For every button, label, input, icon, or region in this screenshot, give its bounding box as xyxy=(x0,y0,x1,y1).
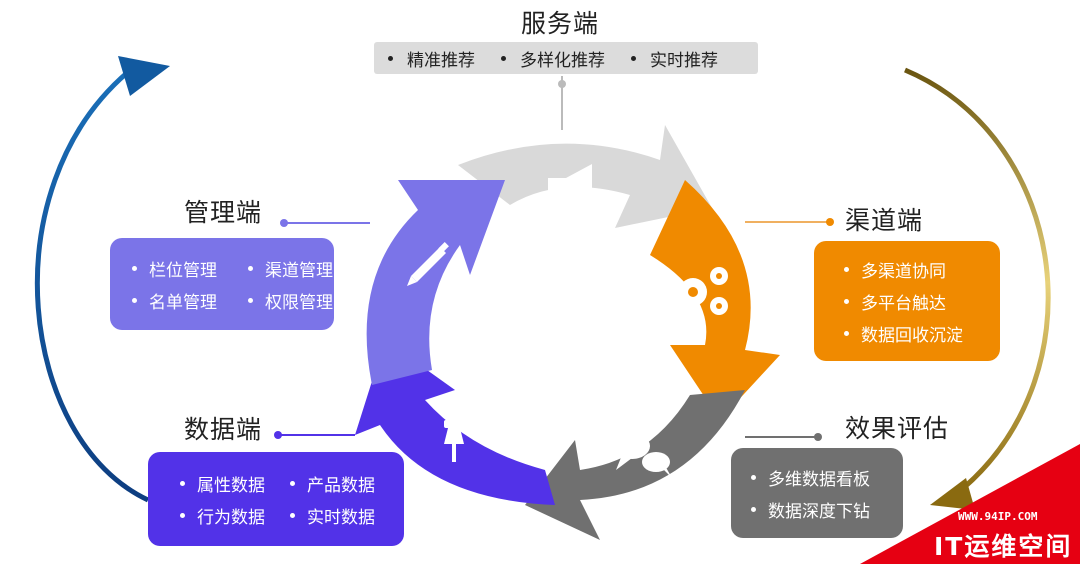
service-items-bar: 精准推荐 多样化推荐 实时推荐 xyxy=(374,42,758,74)
data-item: 行为数据 xyxy=(180,503,290,528)
evaluation-arrow xyxy=(525,390,745,540)
watermark-banner xyxy=(860,444,1080,564)
management-item: 栏位管理 xyxy=(132,256,248,281)
megaphone-icon xyxy=(548,164,592,204)
channel-item: 多渠道协同 xyxy=(844,257,946,282)
service-connector-dot xyxy=(558,80,566,88)
service-title: 服务端 xyxy=(521,9,600,38)
management-arrow xyxy=(366,180,505,385)
data-title: 数据端 xyxy=(184,415,263,444)
data-item: 实时数据 xyxy=(290,503,375,528)
channel-box: 多渠道协同 多平台触达 数据回收沉淀 xyxy=(814,241,1000,361)
evaluation-connector-dot xyxy=(814,433,822,441)
management-item: 渠道管理 xyxy=(248,256,333,281)
channel-item: 多平台触达 xyxy=(844,289,946,314)
channel-connector-dot xyxy=(826,218,834,226)
chat-bubbles-icon xyxy=(614,433,672,478)
data-connector-dot xyxy=(274,431,282,439)
management-title: 管理端 xyxy=(184,198,263,227)
channel-item: 数据回收沉淀 xyxy=(844,321,963,346)
left-outer-arc xyxy=(34,70,150,503)
management-box: 栏位管理 渠道管理 名单管理 权限管理 xyxy=(110,238,334,330)
management-item: 权限管理 xyxy=(248,288,333,313)
watermark-name: IT运维空间 xyxy=(934,532,1073,561)
evaluation-item: 多维数据看板 xyxy=(751,465,870,490)
management-item: 名单管理 xyxy=(132,288,248,313)
service-item: 实时推荐 xyxy=(631,46,718,71)
evaluation-box: 多维数据看板 数据深度下钻 xyxy=(731,448,903,538)
gears-icon xyxy=(679,267,728,315)
pencil-icon xyxy=(407,242,449,286)
management-connector-dot xyxy=(280,219,288,227)
service-item: 多样化推荐 xyxy=(501,46,605,71)
right-outer-arc xyxy=(904,67,1051,497)
service-item: 精准推荐 xyxy=(388,46,475,71)
data-item: 产品数据 xyxy=(290,471,375,496)
right-arc-arrowhead xyxy=(930,478,975,510)
data-box: 属性数据 产品数据 行为数据 实时数据 xyxy=(148,452,404,546)
watermark-url: WWW.94IP.COM xyxy=(958,510,1038,523)
evaluation-item: 数据深度下钻 xyxy=(751,497,870,522)
data-arrow xyxy=(355,340,555,505)
evaluation-title: 效果评估 xyxy=(845,414,950,443)
pushpin-icon xyxy=(444,420,464,462)
left-arc-arrowhead xyxy=(118,56,170,96)
channel-title: 渠道端 xyxy=(845,206,924,235)
data-item: 属性数据 xyxy=(180,471,290,496)
